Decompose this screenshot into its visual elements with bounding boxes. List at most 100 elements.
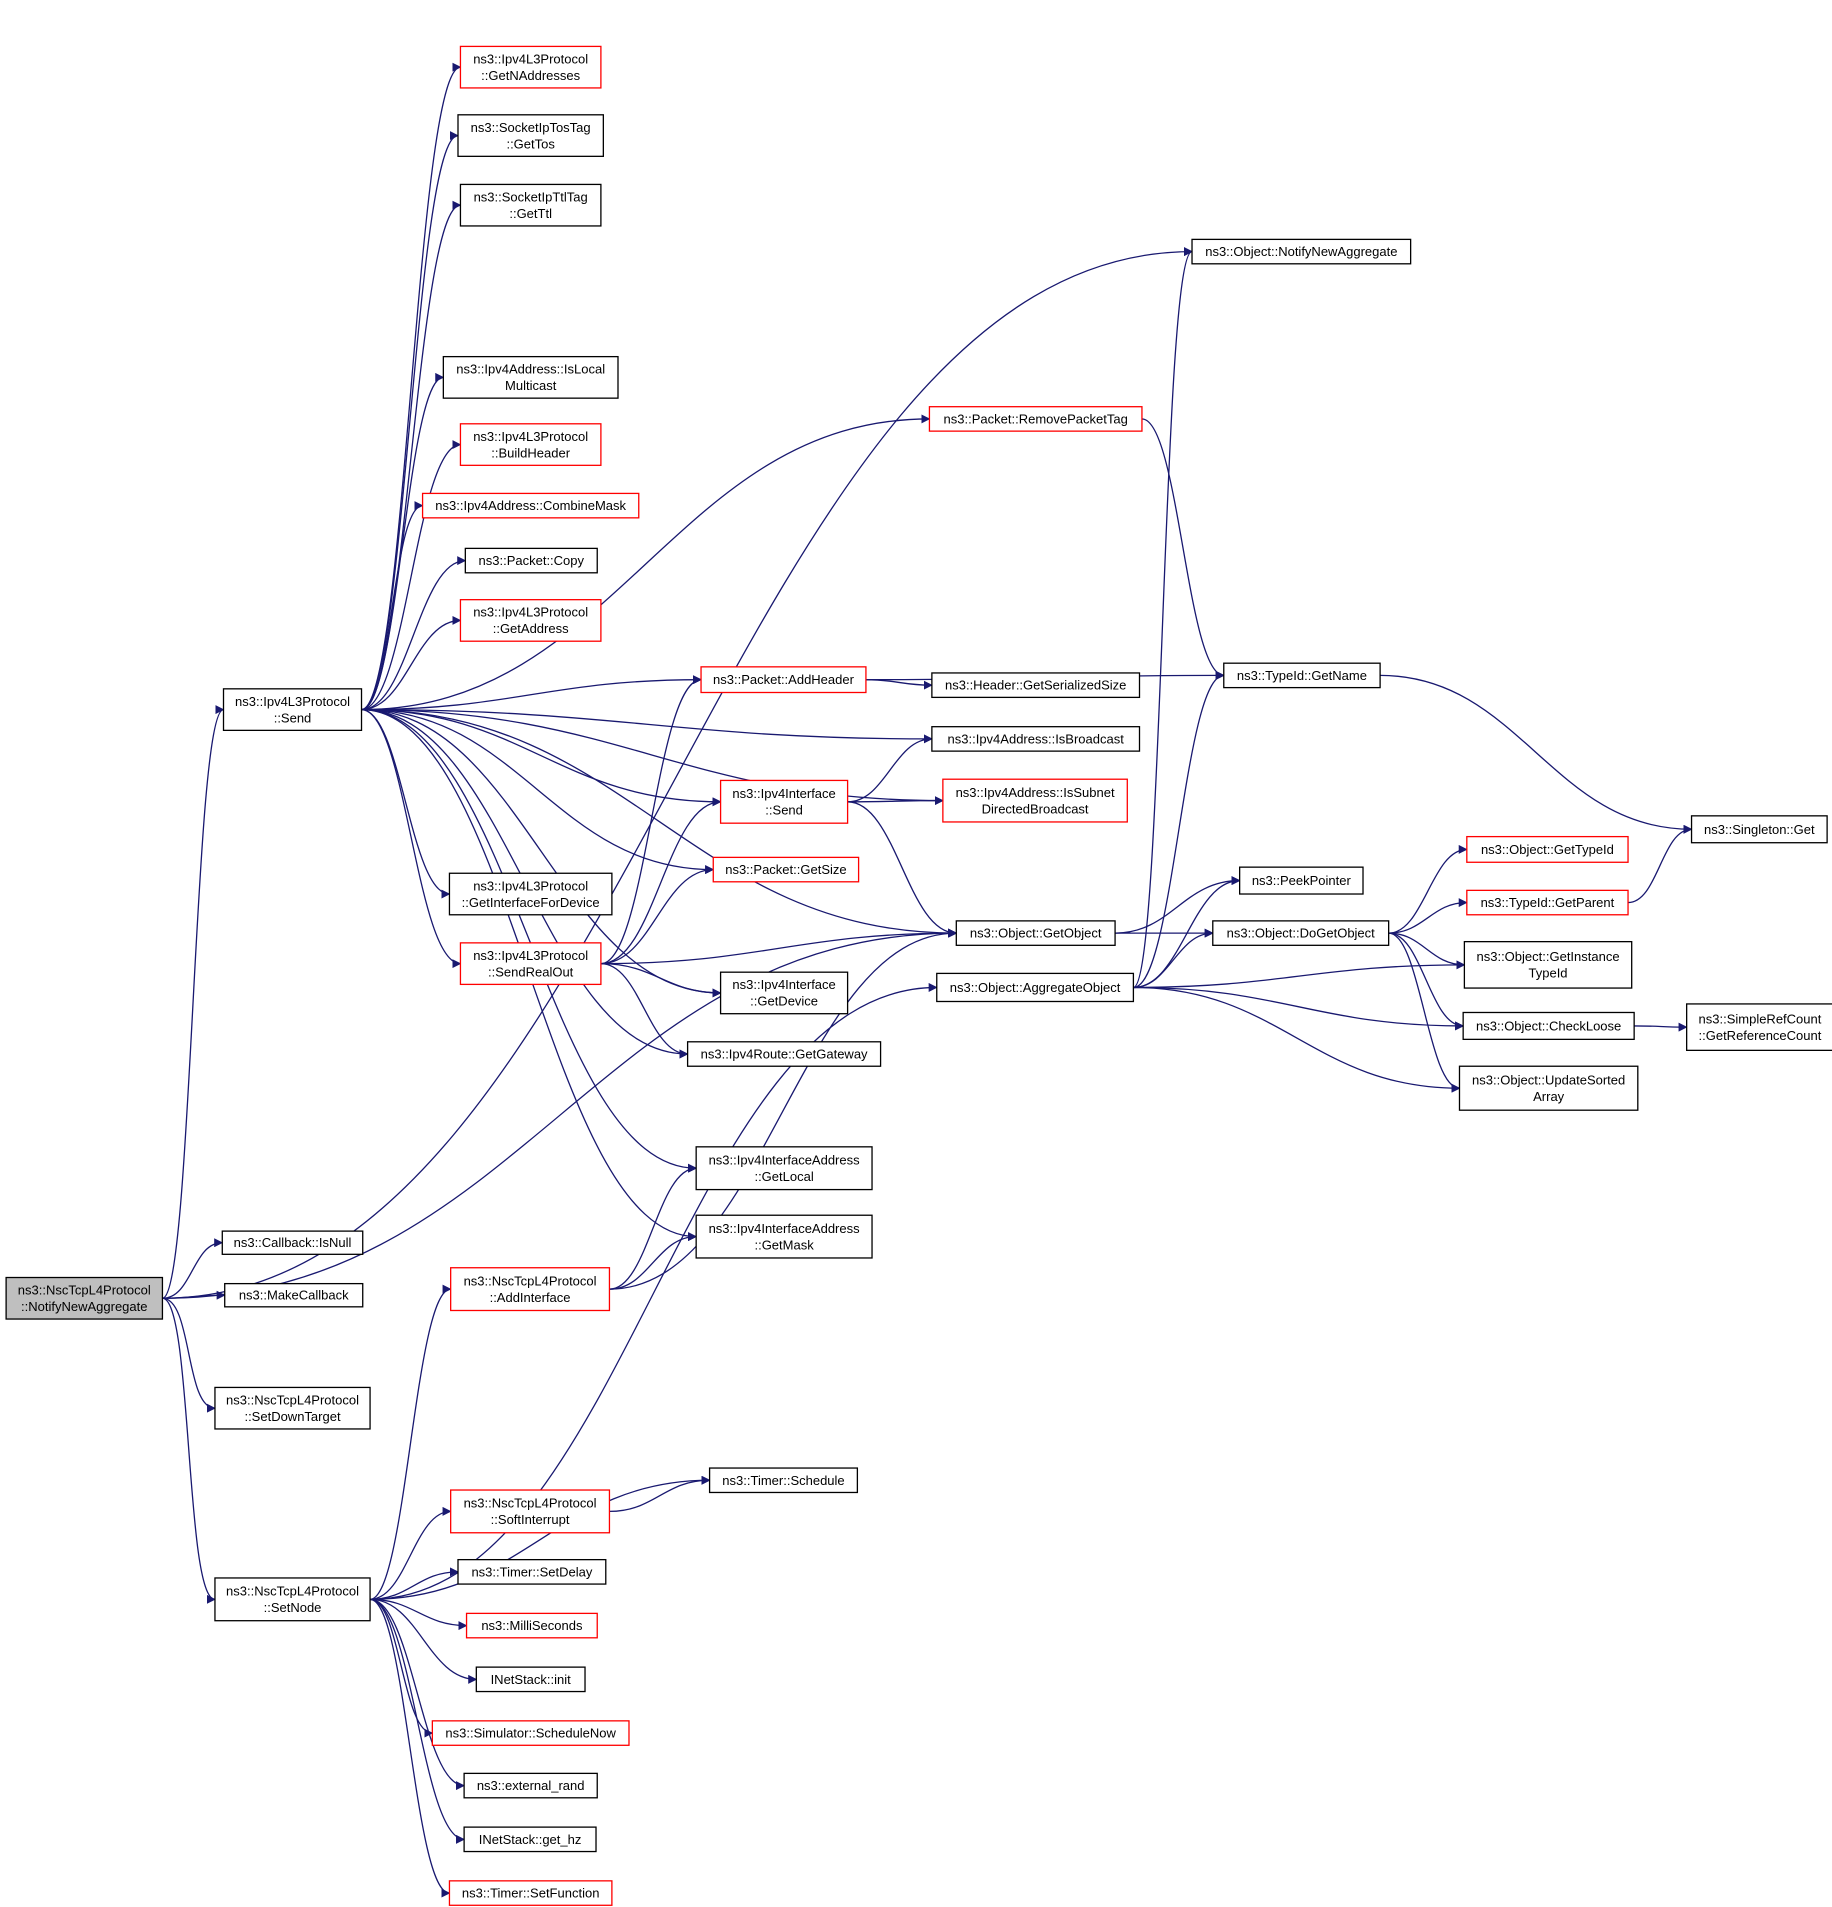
edge-removepackettag-to-typeid-getname [1141, 418, 1225, 680]
node-get-hz[interactable]: INetStack::get_hz [463, 1826, 597, 1853]
node-addheader[interactable]: ns3::Packet::AddHeader [700, 666, 867, 694]
node-label: ns3::Ipv4Address::CombineMask [435, 498, 626, 513]
node-getlocal[interactable]: ns3::Ipv4InterfaceAddress::GetLocal [695, 1146, 873, 1191]
edge-dogetobject-to-typeid-getparent [1388, 898, 1468, 934]
node-box [463, 1826, 597, 1853]
node-label: Multicast [505, 378, 557, 393]
node-obj-getobject[interactable]: ns3::Object::GetObject [955, 920, 1116, 946]
edge-sendrealout-to-obj-getobject [600, 928, 958, 965]
node-label: ns3::Header::GetSerializedSize [945, 678, 1126, 693]
node-box [1463, 940, 1633, 989]
node-label: INetStack::get_hz [479, 1832, 582, 1847]
node-label: ns3::SocketIpTtlTag [474, 189, 588, 204]
node-label: ns3::Singleton::Get [1704, 822, 1815, 837]
node-label: ns3::Ipv4L3Protocol [235, 694, 350, 709]
edge-sendrealout-to-iface-getdevice [600, 962, 722, 998]
node-box [214, 1386, 371, 1430]
node-iface-getdevice[interactable]: ns3::Ipv4Interface::GetDevice [719, 971, 849, 1015]
node-checkloose[interactable]: ns3::Object::CheckLoose [1462, 1011, 1635, 1041]
node-label: ns3::Ipv4L3Protocol [473, 429, 588, 444]
edge-aggregateobject-to-dogetobject [1133, 928, 1214, 989]
node-typeid-getname[interactable]: ns3::TypeId::GetName [1223, 662, 1381, 689]
node-label: ns3::MakeCallback [239, 1288, 349, 1303]
node-getgateway[interactable]: ns3::Ipv4Route::GetGateway [686, 1041, 882, 1067]
node-label: ns3::Object::GetObject [970, 926, 1102, 941]
node-obj-notifynewaggregate[interactable]: ns3::Object::NotifyNewAggregate [1191, 238, 1412, 265]
node-schedulenow[interactable]: ns3::Simulator::ScheduleNow [431, 1720, 630, 1746]
edge-aggregateobject-to-obj-notifynewaggregate [1132, 247, 1193, 989]
node-label: ns3::SocketIpTosTag [471, 120, 591, 135]
edge-ipv4l3-send-to-removepackettag [361, 414, 931, 711]
node-issubnetdirected[interactable]: ns3::Ipv4Address::IsSubnetDirectedBroadc… [942, 778, 1128, 823]
edge-dogetobject-to-getinstancetypeid [1388, 932, 1466, 970]
node-label: ns3::NscTcpL4Protocol [464, 1273, 597, 1288]
node-ipv4l3-send[interactable]: ns3::Ipv4L3Protocol::Send [222, 688, 363, 732]
node-softinterrupt[interactable]: ns3::NscTcpL4Protocol::SoftInterrupt [450, 1489, 611, 1534]
node-label: ::GetAddress [493, 621, 569, 636]
node-aggregateobject[interactable]: ns3::Object::AggregateObject [936, 972, 1135, 1003]
node-packet-copy[interactable]: ns3::Packet::Copy [464, 547, 598, 574]
node-box [695, 1146, 873, 1191]
node-gettos[interactable]: ns3::SocketIpTosTag::GetTos [457, 114, 604, 157]
node-label: ns3::Object::GetInstance [1477, 949, 1620, 964]
edge-setnode-to-timer-setdelay [370, 1567, 459, 1600]
node-root[interactable]: ns3::NscTcpL4Protocol::NotifyNewAggregat… [5, 1276, 164, 1320]
edge-sendrealout-to-getgateway [600, 962, 689, 1059]
node-timer-setdelay[interactable]: ns3::Timer::SetDelay [457, 1558, 607, 1585]
edge-dogetobject-to-obj-gettypeid [1388, 844, 1468, 934]
node-getaddress[interactable]: ns3::Ipv4L3Protocol::GetAddress [459, 599, 602, 642]
node-getmask[interactable]: ns3::Ipv4InterfaceAddress::GetMask [695, 1214, 873, 1259]
node-makecallback[interactable]: ns3::MakeCallback [224, 1282, 364, 1308]
node-label: ns3::NscTcpL4Protocol [226, 1584, 359, 1599]
node-box [1223, 662, 1381, 689]
node-label: ns3::Ipv4Route::GetGateway [701, 1047, 868, 1062]
edge-setnode-to-inetstack-init [370, 1598, 478, 1684]
node-setfunction[interactable]: ns3::Timer::SetFunction [448, 1880, 613, 1906]
node-box [450, 1267, 611, 1312]
node-getnaddresses[interactable]: ns3::Ipv4L3Protocol::GetNAddresses [459, 45, 602, 89]
node-removepackettag[interactable]: ns3::Packet::RemovePacketTag [928, 406, 1143, 432]
node-sendrealout[interactable]: ns3::Ipv4L3Protocol::SendRealOut [459, 942, 602, 986]
node-dogetobject[interactable]: ns3::Object::DoGetObject [1212, 920, 1390, 946]
node-inetstack-init[interactable]: INetStack::init [475, 1666, 586, 1693]
node-getsize[interactable]: ns3::Packet::GetSize [712, 856, 860, 883]
node-timer-schedule[interactable]: ns3::Timer::Schedule [708, 1467, 859, 1494]
node-isbroadcast[interactable]: ns3::Ipv4Address::IsBroadcast [931, 726, 1141, 752]
node-milliseconds[interactable]: ns3::MilliSeconds [465, 1612, 598, 1639]
node-combinemask[interactable]: ns3::Ipv4Address::CombineMask [421, 492, 640, 519]
node-label: ns3::Ipv4Interface [732, 977, 835, 992]
node-label: ns3::SimpleRefCount [1699, 1011, 1822, 1026]
edge-root-to-setdowntarget [162, 1297, 216, 1413]
node-external-rand[interactable]: ns3::external_rand [463, 1772, 598, 1799]
node-typeid-getparent[interactable]: ns3::TypeId::GetParent [1466, 889, 1629, 916]
node-box [448, 1880, 613, 1906]
node-getserializedsize[interactable]: ns3::Header::GetSerializedSize [931, 672, 1141, 699]
node-getreferencecount[interactable]: ns3::SimpleRefCount::GetReferenceCount [1686, 1003, 1832, 1051]
node-label: ns3::Ipv4L3Protocol [473, 51, 588, 66]
node-addinterface[interactable]: ns3::NscTcpL4Protocol::AddInterface [450, 1267, 611, 1312]
node-getttl[interactable]: ns3::SocketIpTtlTag::GetTtl [459, 183, 602, 227]
node-label: ns3::Ipv4L3Protocol [473, 948, 588, 963]
node-label: ::NotifyNewAggregate [21, 1299, 147, 1314]
edge-ipv4l3-send-to-addheader [361, 675, 702, 711]
node-iface-send[interactable]: ns3::Ipv4Interface::Send [719, 779, 849, 824]
node-obj-gettypeid[interactable]: ns3::Object::GetTypeId [1466, 835, 1629, 863]
node-singleton-get[interactable]: ns3::Singleton::Get [1690, 815, 1828, 844]
node-box [475, 1666, 586, 1693]
node-label: Array [1533, 1089, 1565, 1104]
node-getinterfacefordevice[interactable]: ns3::Ipv4L3Protocol::GetInterfaceForDevi… [448, 872, 613, 916]
edge-addinterface-to-getlocal [609, 1163, 698, 1290]
edge-addinterface-to-getmask [609, 1232, 698, 1290]
node-callback-isnull[interactable]: ns3::Callback::IsNull [221, 1230, 364, 1255]
nodes-layer: ns3::NscTcpL4Protocol::NotifyNewAggregat… [5, 45, 1832, 1906]
node-peekpointer[interactable]: ns3::PeekPointer [1239, 866, 1364, 895]
node-setdowntarget[interactable]: ns3::NscTcpL4Protocol::SetDownTarget [214, 1386, 371, 1430]
edges-layer [161, 62, 1693, 1898]
edge-aggregateobject-to-typeid-getname [1133, 670, 1225, 989]
node-setnode[interactable]: ns3::NscTcpL4Protocol::SetNode [214, 1577, 371, 1622]
node-buildheader[interactable]: ns3::Ipv4L3Protocol::BuildHeader [459, 423, 602, 466]
edge-ipv4l3-send-to-issubnetdirected [361, 708, 944, 806]
